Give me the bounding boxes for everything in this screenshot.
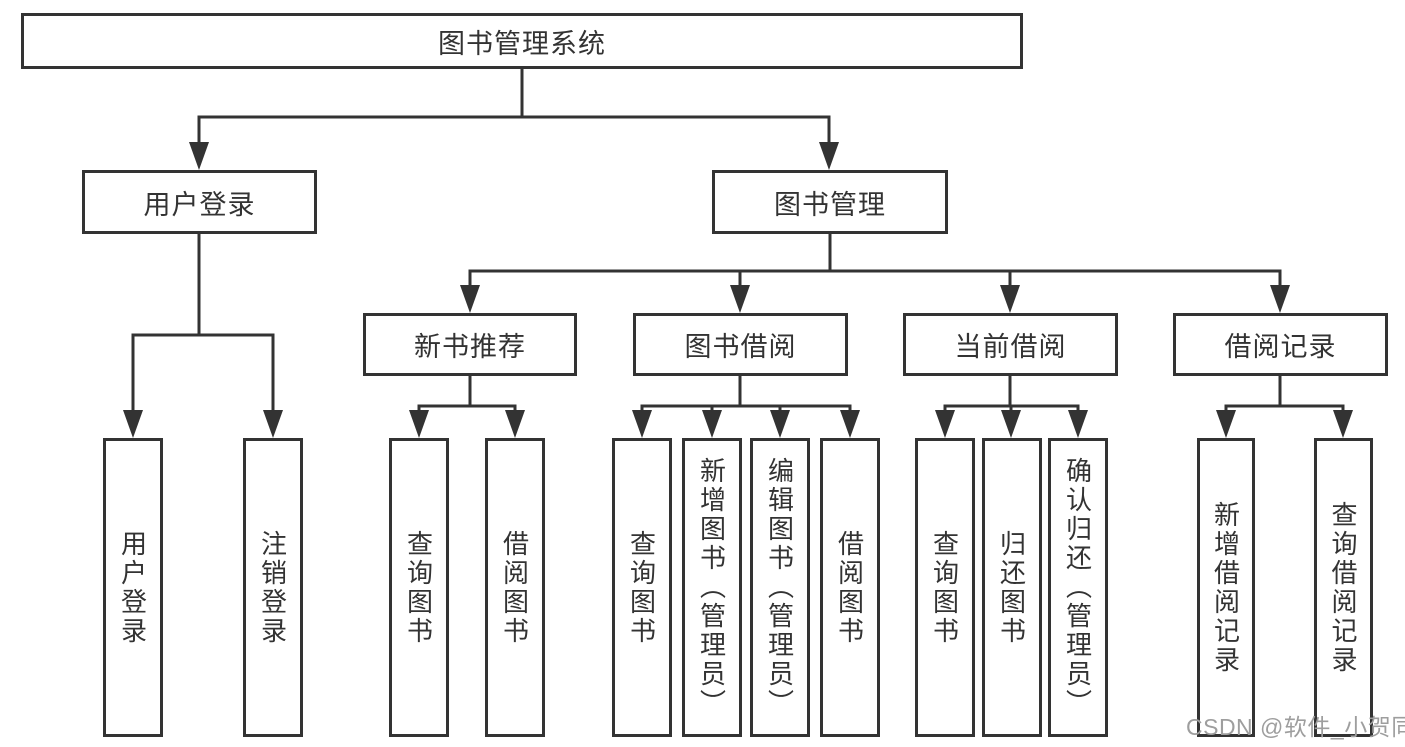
node-current-borrowing: 当前借阅	[903, 313, 1118, 376]
node-leaf-query-books-recommend: 查询图书	[389, 438, 449, 737]
csdn-watermark: CSDN @软件_小贺同学	[1186, 714, 1405, 740]
node-book-borrowing: 图书借阅	[633, 313, 848, 376]
connector-book-borrowing-children	[632, 376, 860, 438]
node-leaf-logout: 注销登录	[243, 438, 303, 737]
node-leaf-user-login: 用户登录	[103, 438, 163, 737]
node-leaf-query-borrow-record: 查询借阅记录	[1314, 438, 1373, 737]
node-user-login: 用户登录	[82, 170, 317, 234]
connector-root-to-level2	[189, 69, 839, 170]
connector-user-login-children	[123, 234, 283, 438]
node-leaf-borrow-books: 借阅图书	[820, 438, 880, 737]
node-book-management: 图书管理	[712, 170, 948, 234]
node-leaf-return-books: 归还图书	[982, 438, 1042, 737]
connector-book-management-children	[460, 234, 1290, 313]
node-leaf-borrow-books-recommend: 借阅图书	[485, 438, 545, 737]
node-leaf-query-books-current: 查询图书	[915, 438, 975, 737]
node-leaf-query-books-borrowing: 查询图书	[612, 438, 672, 737]
node-new-book-recommendation: 新书推荐	[363, 313, 577, 376]
connector-current-borrowing-children	[935, 376, 1088, 438]
node-leaf-add-borrow-record: 新增借阅记录	[1197, 438, 1255, 737]
node-library-management-system: 图书管理系统	[21, 13, 1023, 69]
connector-new-book-children	[409, 376, 525, 438]
connector-borrowing-records-children	[1216, 376, 1353, 438]
node-leaf-confirm-return-admin: 确认归还（管理员）	[1048, 438, 1108, 737]
node-leaf-add-books-admin: 新增图书（管理员）	[682, 438, 742, 737]
node-leaf-edit-books-admin: 编辑图书（管理员）	[750, 438, 810, 737]
node-borrowing-records: 借阅记录	[1173, 313, 1388, 376]
